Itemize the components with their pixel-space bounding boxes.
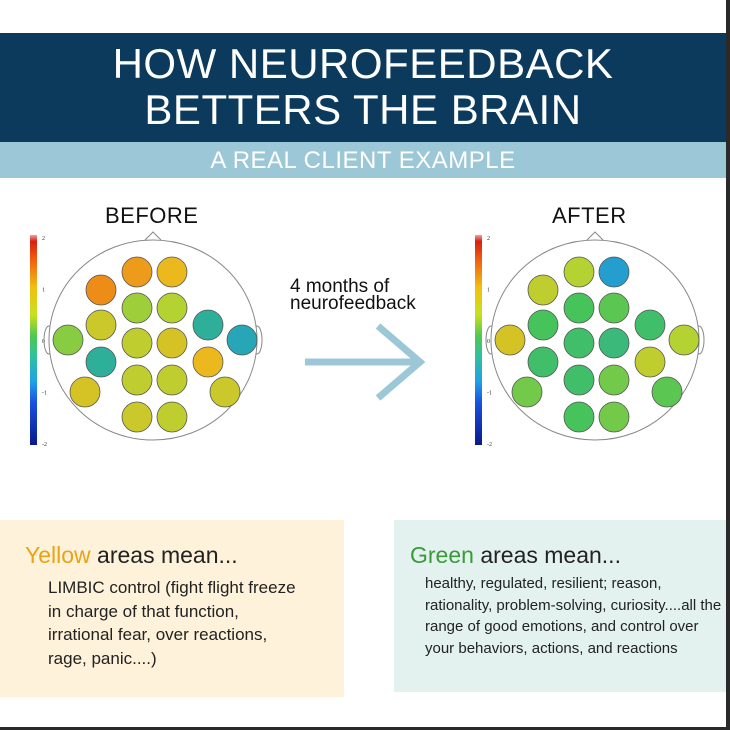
after-electrode-map: [668, 324, 700, 356]
after-electrode-map: [527, 346, 559, 378]
title-banner: HOW NEUROFEEDBACK BETTERS THE BRAIN: [0, 33, 726, 142]
title-line-1: HOW NEUROFEEDBACK: [112, 40, 614, 87]
before-colorbar: [30, 235, 37, 445]
after-electrode-map: [598, 256, 630, 288]
yellow-highlight: Yellow: [25, 542, 91, 568]
before-electrode-map: [156, 256, 188, 288]
before-electrode-map: [121, 256, 153, 288]
after-electrode-map: [598, 364, 630, 396]
before-electrode-map: [156, 327, 188, 359]
after-electrode-map: [634, 346, 666, 378]
after-electrode-map: [563, 401, 595, 433]
arrow-caption-line-1: 4 months of: [290, 276, 390, 297]
before-electrode-map: [69, 376, 101, 408]
window-border-right: [726, 0, 730, 730]
after-electrode-map: [563, 364, 595, 396]
before-electrode-map: [85, 274, 117, 306]
after-electrode-map: [527, 309, 559, 341]
green-box-title: Green areas mean...: [410, 542, 621, 569]
before-electrode-map: [121, 364, 153, 396]
after-label: AFTER: [552, 203, 627, 228]
subtitle-banner: A REAL CLIENT EXAMPLE: [0, 142, 726, 178]
before-electrode-map: [121, 401, 153, 433]
after-electrode-map: [598, 292, 630, 324]
before-label: BEFORE: [105, 203, 199, 228]
before-colorbar-tick: 1: [42, 288, 45, 294]
before-electrode-map: [209, 376, 241, 408]
after-electrode-map: [598, 327, 630, 359]
before-nose: [144, 231, 162, 241]
before-colorbar-tick: -2: [42, 442, 47, 448]
after-colorbar: [475, 235, 482, 445]
after-electrode-map: [563, 327, 595, 359]
arrow-head: [375, 323, 426, 401]
after-electrode-map: [651, 376, 683, 408]
after-colorbar-tick: 2: [487, 236, 490, 242]
before-electrode-map: [226, 324, 258, 356]
arrow-caption-line-2: neurofeedback: [290, 293, 416, 314]
before-electrode-map: [192, 309, 224, 341]
before-electrode-map: [85, 309, 117, 341]
after-colorbar-tick: 0: [487, 339, 490, 345]
before-electrode-map: [121, 327, 153, 359]
after-colorbar-tick: -2: [487, 442, 492, 448]
green-title-rest: areas mean...: [473, 542, 621, 568]
before-electrode-map: [192, 346, 224, 378]
after-electrode-map: [598, 401, 630, 433]
yellow-info-box: Yellow areas mean... LIMBIC control (fig…: [0, 520, 344, 697]
after-colorbar-tick: 1: [487, 288, 490, 294]
before-electrode-map: [52, 324, 84, 356]
green-info-box: Green areas mean... healthy, regulated, …: [394, 520, 726, 692]
before-electrode-map: [121, 292, 153, 324]
after-electrode-map: [634, 309, 666, 341]
before-electrode-map: [156, 292, 188, 324]
yellow-box-title: Yellow areas mean...: [25, 542, 238, 569]
before-electrode-map: [85, 346, 117, 378]
before-colorbar-tick: -1: [42, 391, 47, 397]
after-colorbar-tick: -1: [487, 391, 492, 397]
before-electrode-map: [156, 401, 188, 433]
after-electrode-map: [563, 292, 595, 324]
arrow-caption: 4 months of neurofeedback: [290, 276, 416, 314]
yellow-title-rest: areas mean...: [90, 542, 238, 568]
after-electrode-map: [527, 274, 559, 306]
yellow-box-body: LIMBIC control (fight flight freeze in c…: [48, 578, 296, 668]
before-electrode-map: [156, 364, 188, 396]
after-nose: [586, 231, 604, 241]
title-line-2: BETTERS THE BRAIN: [144, 86, 582, 133]
green-highlight: Green: [410, 542, 474, 568]
after-electrode-map: [511, 376, 543, 408]
after-electrode-map: [494, 324, 526, 356]
green-box-body: healthy, regulated, resilient; reason, r…: [425, 575, 722, 657]
before-colorbar-tick: 2: [42, 236, 45, 242]
window-border-bottom: [0, 727, 730, 730]
before-colorbar-tick: 0: [42, 339, 45, 345]
after-electrode-map: [563, 256, 595, 288]
